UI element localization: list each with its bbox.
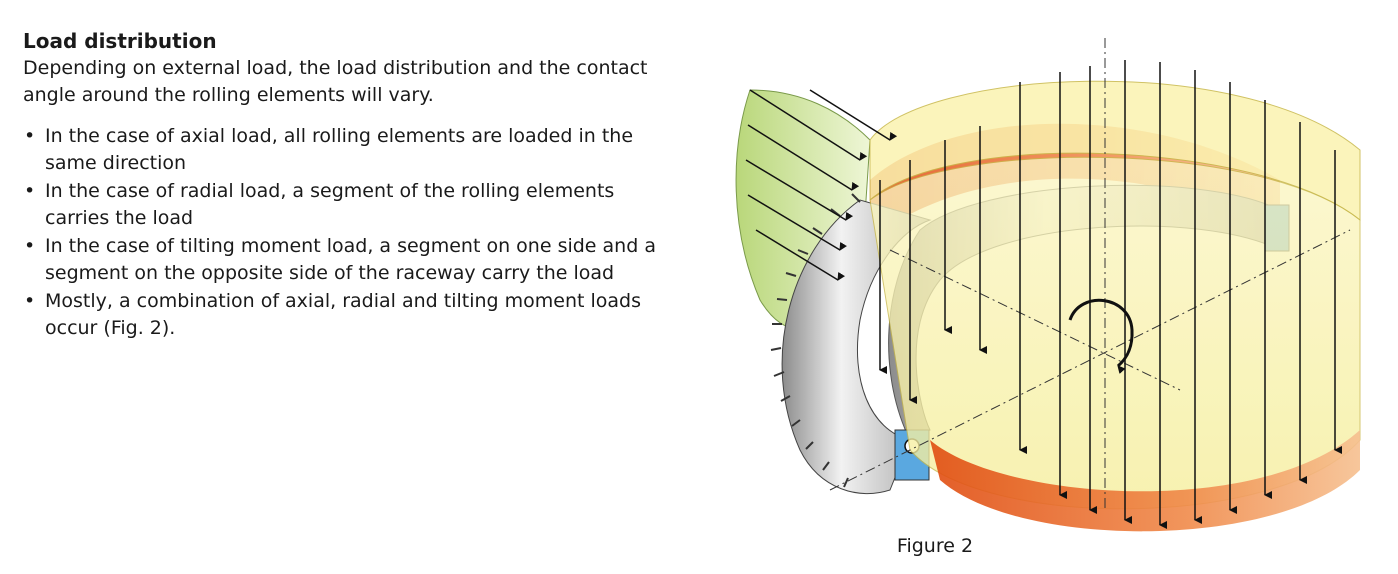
- radial-load-arrows: [745, 89, 898, 281]
- tilting-load-band-front: [930, 430, 1360, 532]
- bullet-list: • In the case of axial load, all rolling …: [23, 123, 683, 342]
- intro-paragraph: Depending on external load, the load dis…: [23, 57, 648, 106]
- load-distribution-figure: [735, 38, 1361, 532]
- bullet-icon: •: [24, 125, 36, 147]
- bullet-icon: •: [24, 180, 36, 202]
- bullet-icon: •: [24, 290, 36, 312]
- bullet-text: In the case of axial load, all rolling e…: [45, 125, 634, 174]
- section-heading: Load distribution: [23, 29, 217, 53]
- bullet-text: In the case of tilting moment load, a se…: [45, 235, 656, 284]
- gear-ring: [781, 199, 932, 495]
- bullet-icon: •: [24, 235, 36, 257]
- gear-teeth: [770, 193, 861, 488]
- bullet-item: • In the case of tilting moment load, a s…: [23, 233, 683, 287]
- bullet-item: • Mostly, a combination of axial, radial …: [23, 288, 683, 342]
- bullet-text: In the case of radial load, a segment of…: [45, 180, 615, 229]
- figure-caption: Figure 2: [896, 535, 974, 557]
- center-axes: [829, 38, 1351, 510]
- bullet-item: • In the case of axial load, all rolling …: [23, 123, 683, 177]
- axial-load-arrows: [879, 60, 1342, 529]
- bullet-item: • In the case of radial load, a segment o…: [23, 178, 683, 232]
- bullet-text: Mostly, a combination of axial, radial a…: [45, 290, 641, 339]
- text-section: Load distribution Depending on external …: [23, 28, 683, 343]
